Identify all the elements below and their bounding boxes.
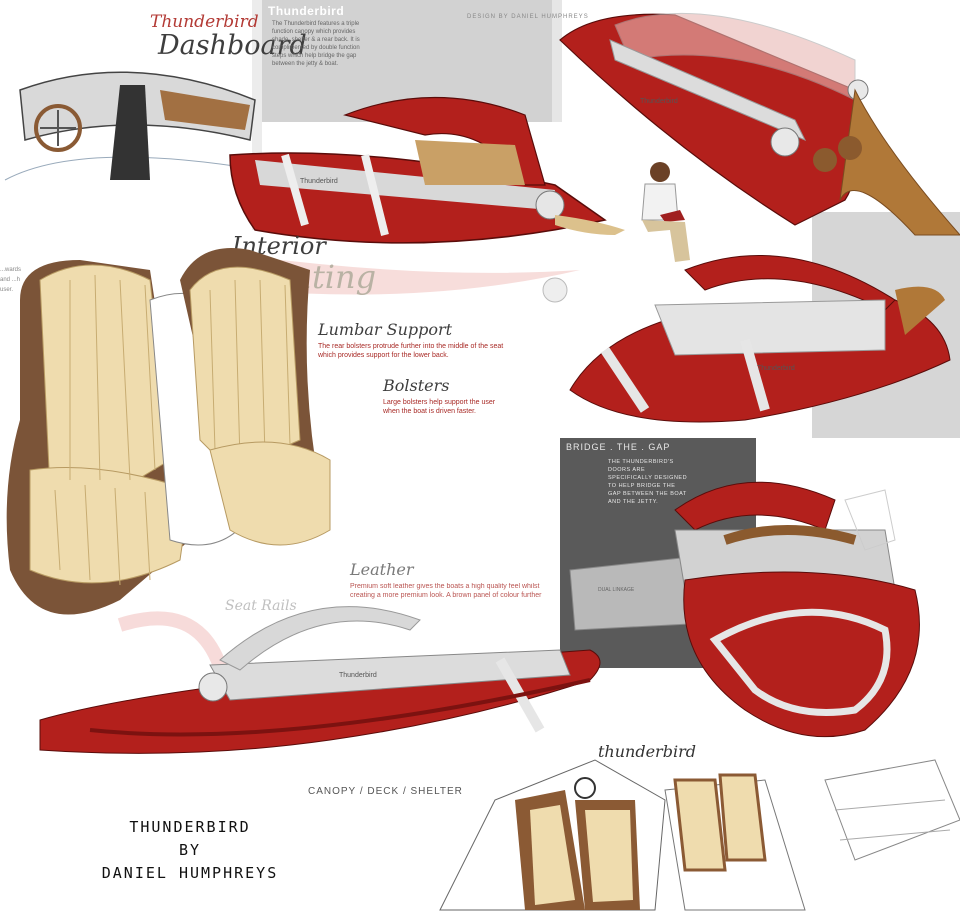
credits-line-3: DANIEL HUMPHREYS bbox=[101, 864, 279, 882]
brand-tab: Thunderbird bbox=[268, 4, 345, 18]
seat-rail-title: Seat Rails bbox=[225, 598, 297, 614]
bridge-side-label: DUAL LINKAGE bbox=[598, 587, 635, 593]
boat-top-right bbox=[559, 12, 960, 236]
boat-side-view bbox=[229, 96, 625, 244]
brand-script: Thunderbird bbox=[150, 12, 259, 32]
hull-badge-right-mid: Thunderbird bbox=[757, 365, 795, 372]
dashboard-sketch bbox=[4, 71, 261, 181]
interior-sketches bbox=[439, 759, 960, 911]
boat-right-mid bbox=[569, 254, 951, 423]
header-panel-edge bbox=[552, 0, 562, 122]
boat-reflection bbox=[240, 255, 580, 303]
seats-illustration bbox=[6, 248, 331, 615]
credits-line-2: BY bbox=[178, 841, 202, 859]
bolsters-text: Large bolsters help support the user whe… bbox=[383, 399, 496, 415]
boat-front-view bbox=[569, 481, 920, 738]
bridge-title: BRIDGE . THE . GAP bbox=[566, 442, 671, 452]
background-strip bbox=[252, 0, 262, 230]
sketch-title: thunderbird bbox=[598, 742, 696, 761]
lumbar-title: Lumbar Support bbox=[318, 320, 453, 339]
bridge-text: THE THUNDERBIRD'S DOORS ARE SPECIFICALLY… bbox=[608, 459, 688, 505]
leather-text: Premium soft leather gives the boats a h… bbox=[350, 583, 542, 599]
hull-badge-top-right: Thunderbird bbox=[640, 98, 678, 105]
bolsters-title: Bolsters bbox=[383, 376, 450, 395]
leather-title: Leather bbox=[350, 560, 414, 579]
side-note: ...wards and ...h user. bbox=[0, 267, 22, 293]
hull-badge-top: Thunderbird bbox=[300, 178, 338, 185]
dashboard-title: Dashboard bbox=[158, 30, 307, 61]
canopy-caption: CANOPY / DECK / SHELTER bbox=[308, 786, 463, 797]
credits-line-1: THUNDERBIRD bbox=[129, 818, 251, 836]
boat-bottom-side bbox=[39, 606, 601, 754]
design-by-label: DESIGN BY DANIEL HUMPHREYS bbox=[467, 14, 589, 20]
person-figure bbox=[641, 162, 690, 262]
steering-wheel-icon bbox=[34, 104, 82, 152]
lumbar-text: The rear bolsters protrude further into … bbox=[318, 343, 504, 359]
dashboard-note: The Thunderbird features a triple functi… bbox=[272, 21, 360, 67]
hull-badge-bottom: Thunderbird bbox=[339, 672, 377, 679]
